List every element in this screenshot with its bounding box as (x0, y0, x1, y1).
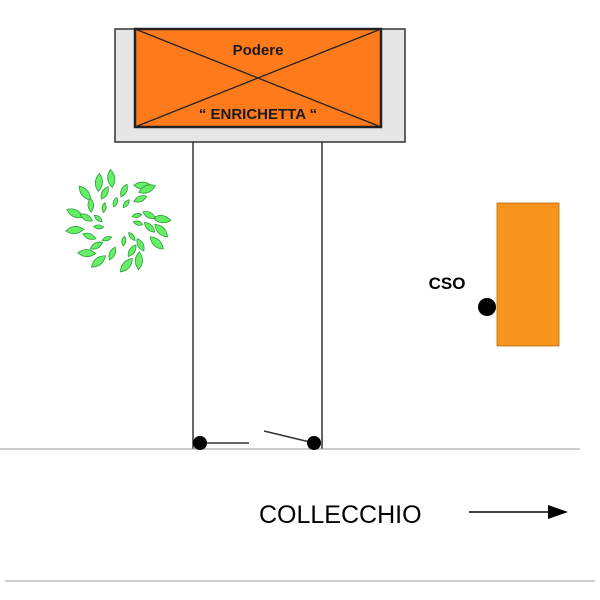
tree-leaf (66, 208, 84, 219)
tree-leaf (131, 213, 143, 218)
direction-label: COLLECCHIO (259, 501, 422, 529)
tree-leaf (144, 222, 156, 233)
tree-leaf (107, 168, 116, 189)
tree-leaf (77, 249, 97, 258)
building (496, 202, 560, 347)
tree-leaf (87, 197, 94, 213)
tree-leaf (142, 211, 157, 219)
cso-label: CSO (429, 274, 466, 293)
tree-leaf (152, 215, 172, 224)
tree-leaf (101, 201, 107, 214)
direction-arrow-head (548, 505, 568, 519)
tree-leaf (82, 232, 97, 240)
tree-leaf (121, 235, 127, 247)
tree-icon (65, 168, 172, 273)
tree-leaf (138, 184, 157, 194)
tree-leaf (136, 238, 145, 252)
sign-line-1: Podere (233, 42, 284, 59)
tree-leaf (132, 220, 144, 226)
tree-leaf (93, 214, 103, 223)
tree-leaf (127, 244, 137, 258)
switch-node-right (307, 436, 321, 450)
tree-leaf (100, 186, 109, 200)
tree-leaf (128, 232, 136, 241)
tree-leaf (134, 251, 143, 271)
tree-leaf (94, 172, 103, 193)
tree-leaf (108, 246, 117, 261)
cso-point (478, 298, 496, 316)
tree-leaf (101, 236, 113, 242)
tree-leaf (89, 241, 104, 250)
switch-node-left (193, 436, 207, 450)
tree-leaf (65, 226, 85, 235)
tree-leaf (133, 195, 148, 203)
tree-leaf (119, 258, 133, 273)
sign-line-2: “ ENRICHETTA “ (199, 106, 317, 123)
tree-leaf (154, 223, 169, 238)
switch-lever (263, 430, 315, 444)
tree-leaf (120, 183, 128, 198)
tree-leaf (92, 224, 105, 230)
tree-leaf (149, 236, 164, 250)
tree-leaf (79, 213, 93, 222)
tree-leaf (112, 196, 118, 208)
sign-cross-2 (134, 28, 382, 128)
tree-leaf (78, 185, 91, 201)
tree-leaf (122, 199, 130, 209)
